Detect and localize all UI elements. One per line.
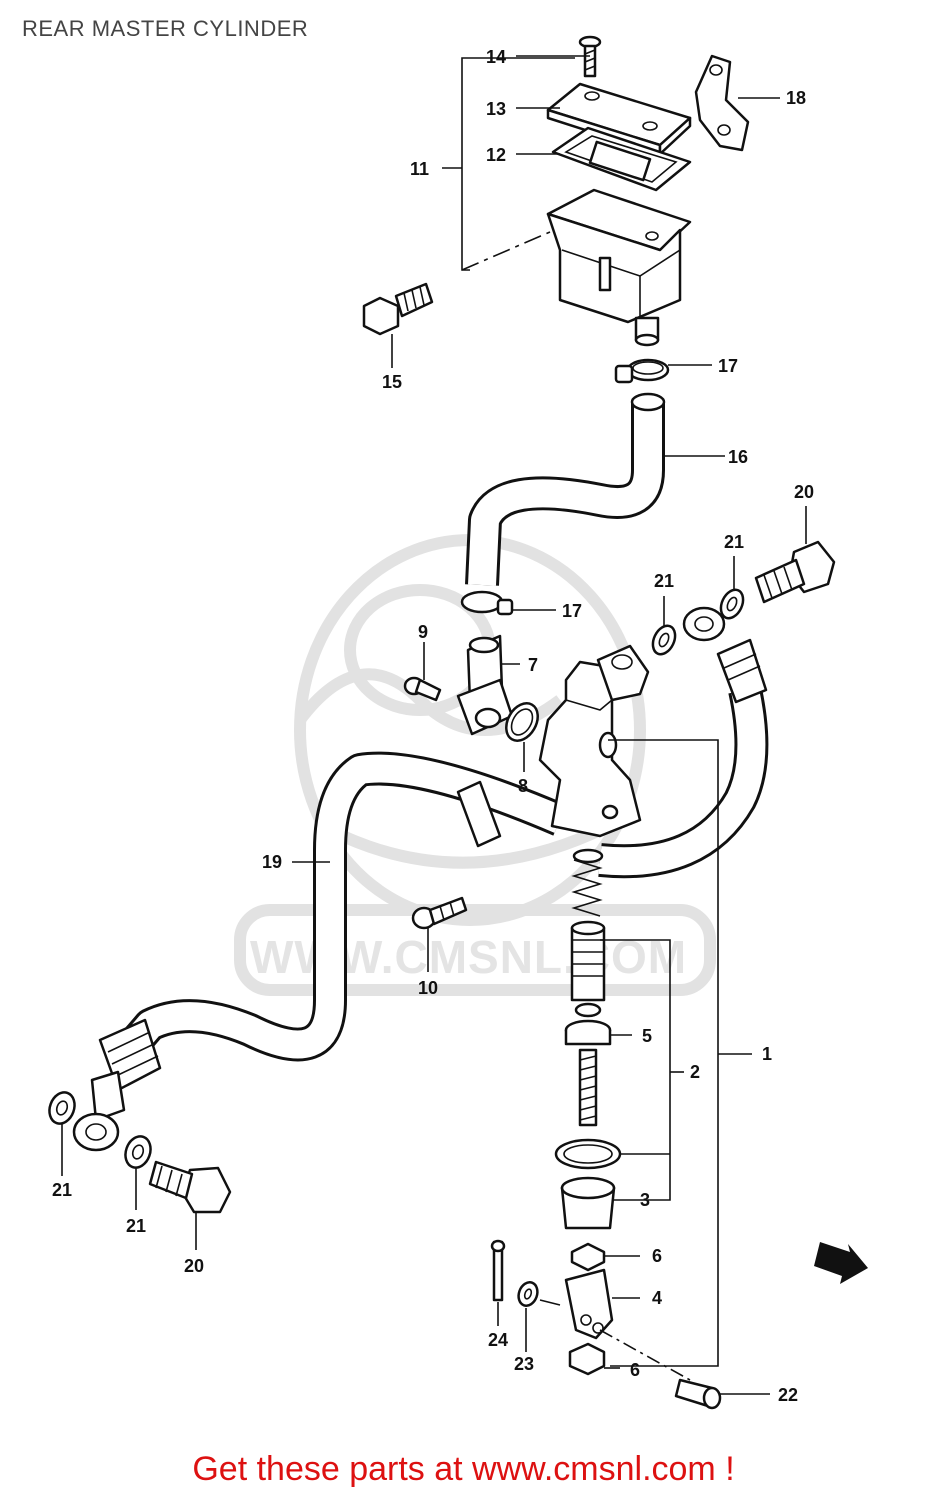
master-cylinder-body bbox=[538, 644, 650, 838]
callout-7: 7 bbox=[528, 655, 538, 675]
washer-21-d bbox=[124, 1135, 152, 1169]
callout-24: 24 bbox=[488, 1330, 508, 1350]
washer-23 bbox=[517, 1281, 539, 1307]
callout-20-upper: 20 bbox=[794, 482, 814, 502]
reservoir-body bbox=[546, 188, 692, 347]
pushrod bbox=[578, 1048, 598, 1127]
callout-10: 10 bbox=[418, 978, 438, 998]
hose-16 bbox=[465, 392, 666, 586]
callouts: 14 13 12 11 15 18 17 16 17 7 9 8 10 19 2… bbox=[52, 47, 814, 1405]
spring bbox=[571, 848, 604, 917]
callout-19: 19 bbox=[262, 852, 282, 872]
watermark-logo bbox=[234, 534, 716, 996]
callout-13: 13 bbox=[486, 99, 506, 119]
callout-11: 11 bbox=[410, 159, 429, 179]
callout-23: 23 bbox=[514, 1354, 534, 1374]
callout-21-a: 21 bbox=[654, 571, 674, 591]
bracket-18 bbox=[694, 54, 750, 152]
callout-5: 5 bbox=[642, 1026, 652, 1046]
callout-17-lower: 17 bbox=[562, 601, 582, 621]
callout-21-c: 21 bbox=[52, 1180, 72, 1200]
callout-20-lower: 20 bbox=[184, 1256, 204, 1276]
washer-21-b bbox=[719, 588, 745, 620]
fwd-arrow-icon bbox=[814, 1242, 868, 1284]
nut-6-upper bbox=[570, 1242, 606, 1272]
callout-2: 2 bbox=[690, 1062, 700, 1082]
pin-22 bbox=[674, 1378, 722, 1410]
callout-17-upper: 17 bbox=[718, 356, 738, 376]
piston bbox=[570, 920, 606, 1002]
washer-21-c bbox=[48, 1091, 76, 1125]
brake-hose-right bbox=[598, 606, 769, 879]
cotter-pin-24 bbox=[490, 1239, 506, 1302]
callout-16: 16 bbox=[728, 447, 748, 467]
clamp-17-upper bbox=[614, 358, 670, 384]
o-ring-8 bbox=[505, 702, 539, 742]
callout-18: 18 bbox=[786, 88, 806, 108]
callout-4: 4 bbox=[652, 1288, 662, 1308]
callout-6-upper: 6 bbox=[652, 1246, 662, 1266]
callout-21-d: 21 bbox=[126, 1216, 146, 1236]
callout-9: 9 bbox=[418, 622, 428, 642]
screw-9 bbox=[403, 676, 442, 702]
diaphragm-12 bbox=[551, 126, 692, 192]
callout-1: 1 bbox=[762, 1044, 772, 1064]
banjo-bolt-20-upper bbox=[754, 540, 836, 604]
bolt-15 bbox=[362, 282, 434, 336]
callout-12: 12 bbox=[486, 145, 506, 165]
nut-6-lower bbox=[568, 1342, 606, 1376]
inlet-fitting-7 bbox=[456, 634, 514, 736]
callout-3: 3 bbox=[640, 1190, 650, 1210]
boot-3 bbox=[560, 1176, 616, 1230]
page-title: REAR MASTER CYLINDER bbox=[22, 16, 309, 41]
screw-14 bbox=[578, 35, 602, 78]
callout-15: 15 bbox=[382, 372, 402, 392]
clamp-17-lower bbox=[460, 590, 514, 616]
clevis-4 bbox=[564, 1268, 614, 1340]
washer-21-a bbox=[651, 624, 677, 656]
callout-6-lower: 6 bbox=[630, 1360, 640, 1380]
callout-21-b: 21 bbox=[724, 532, 744, 552]
cup-5 bbox=[564, 1002, 612, 1046]
leader-lines bbox=[61, 55, 807, 1395]
callout-8: 8 bbox=[518, 776, 528, 796]
reservoir-assembly bbox=[362, 35, 750, 347]
circlip bbox=[554, 1138, 622, 1170]
footer-link-text[interactable]: Get these parts at www.cmsnl.com ! bbox=[192, 1450, 735, 1488]
brake-hose-19 bbox=[72, 751, 567, 1152]
callout-22: 22 bbox=[778, 1385, 798, 1405]
screw-10 bbox=[411, 896, 468, 930]
callout-14: 14 bbox=[486, 47, 506, 67]
banjo-bolt-20-lower bbox=[148, 1160, 232, 1214]
